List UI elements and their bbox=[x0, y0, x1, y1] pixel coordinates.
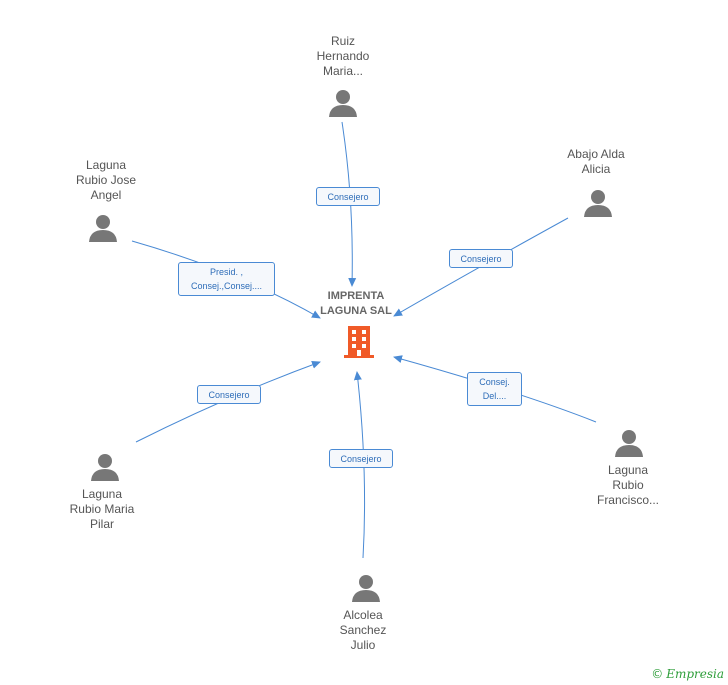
brand-footer[interactable]: ©Empresia bbox=[651, 667, 724, 681]
relation-label-laguna-jose[interactable]: Presid. , Consej.,Consej.... bbox=[178, 262, 275, 296]
person-icon[interactable] bbox=[328, 88, 358, 118]
person-name-ruiz[interactable]: Ruiz Hernando Maria... bbox=[316, 34, 370, 78]
building-icon[interactable] bbox=[342, 324, 376, 360]
person-icon[interactable] bbox=[90, 452, 120, 482]
relation-label-laguna-pilar[interactable]: Consejero bbox=[197, 385, 261, 404]
brand-logo: Empresia bbox=[666, 667, 724, 681]
person-name-laguna-pilar[interactable]: Laguna Rubio Maria Pilar bbox=[69, 487, 135, 531]
relation-label-laguna-francisco[interactable]: Consej. Del.... bbox=[467, 372, 522, 406]
relation-label-ruiz[interactable]: Consejero bbox=[316, 187, 380, 206]
edge-abajo bbox=[393, 217, 569, 317]
person-icon[interactable] bbox=[351, 573, 381, 603]
person-name-laguna-francisco[interactable]: Laguna Rubio Francisco... bbox=[596, 463, 659, 507]
person-name-laguna-jose[interactable]: Laguna Rubio Jose Angel bbox=[75, 158, 137, 202]
relation-label-alcolea[interactable]: Consejero bbox=[329, 449, 393, 468]
person-icon[interactable] bbox=[614, 428, 644, 458]
person-name-alcolea[interactable]: Alcolea Sanchez Julio bbox=[339, 608, 387, 652]
copyright-icon: © bbox=[651, 667, 664, 681]
person-name-abajo[interactable]: Abajo Alda Alicia bbox=[567, 147, 625, 176]
relation-label-abajo[interactable]: Consejero bbox=[449, 249, 513, 268]
person-icon[interactable] bbox=[88, 213, 118, 243]
company-label[interactable]: IMPRENTA LAGUNA SAL bbox=[320, 290, 392, 317]
person-icon[interactable] bbox=[583, 188, 613, 218]
